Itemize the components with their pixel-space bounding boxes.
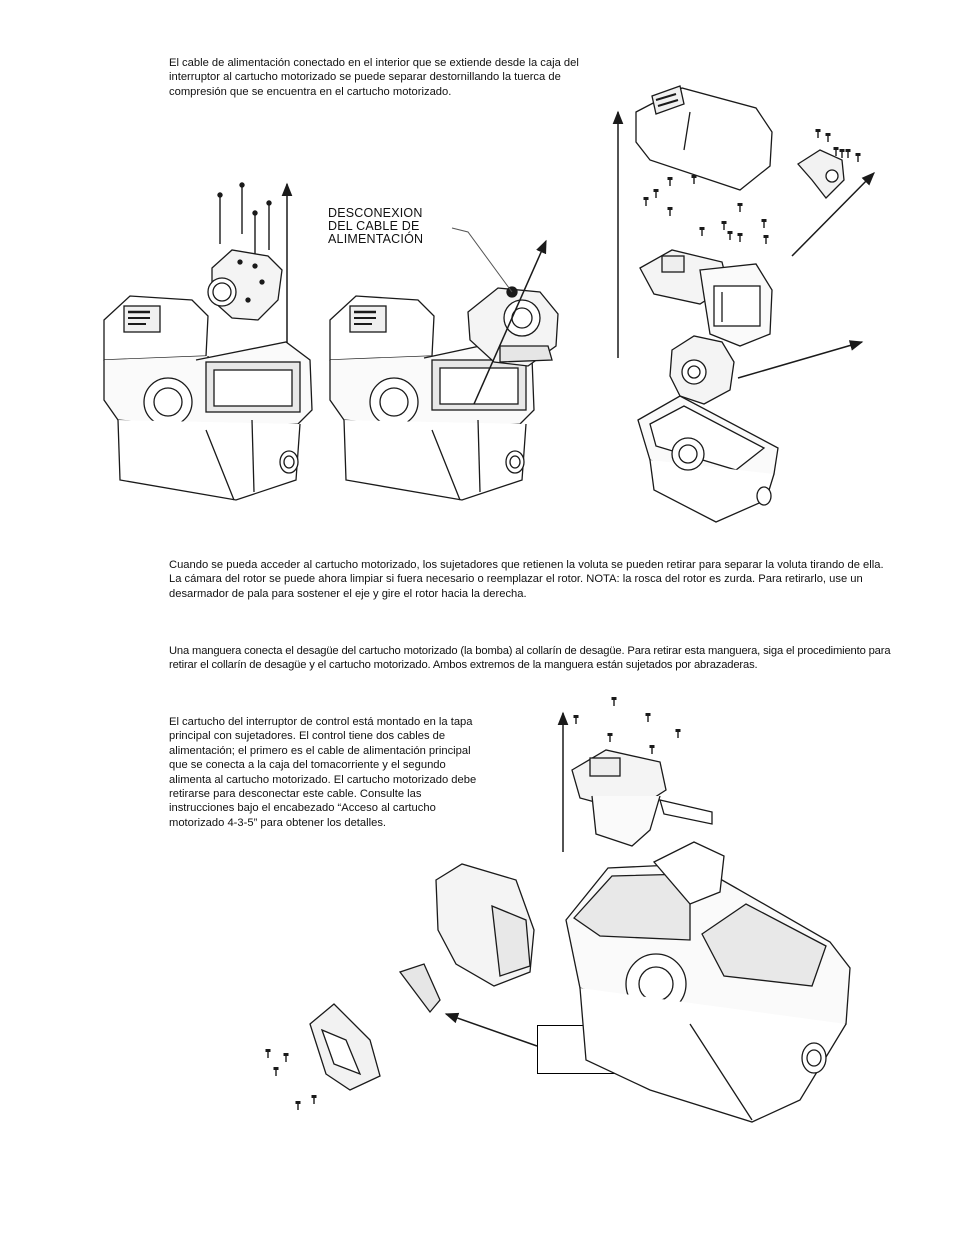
long-bolts [217, 182, 272, 258]
callout-leader [451, 227, 513, 293]
callout-line-3: ALIMENTACIÓN [328, 232, 424, 246]
callout-line-2: DEL CABLE DE [328, 219, 420, 233]
paragraph-control-switch: El cartucho del interruptor de control e… [169, 716, 477, 829]
figure-unit-bottom [309, 749, 851, 1123]
callout-disconnect: DESCONEXION DEL CABLE DE ALIMENTACIÓN [328, 207, 423, 246]
figure-unit-middle [329, 286, 559, 501]
paragraph-power-cable: El cable de alimentación conectado en el… [169, 57, 579, 98]
figure-unit-left [103, 182, 313, 501]
arrow-right-motor [737, 340, 864, 379]
arrow-diagonal-middle [473, 239, 547, 405]
figure-exploded-view [635, 85, 845, 523]
arrow-diagonal-top-right [791, 172, 875, 257]
arrow-to-rotor [444, 1012, 538, 1047]
paragraph-volute: Cuando se pueda acceder al cartucho moto… [169, 559, 884, 600]
paragraph-hose: Una manguera conecta el desagüe del cart… [169, 645, 891, 672]
callout-line-1: DESCONEXION [328, 206, 423, 220]
